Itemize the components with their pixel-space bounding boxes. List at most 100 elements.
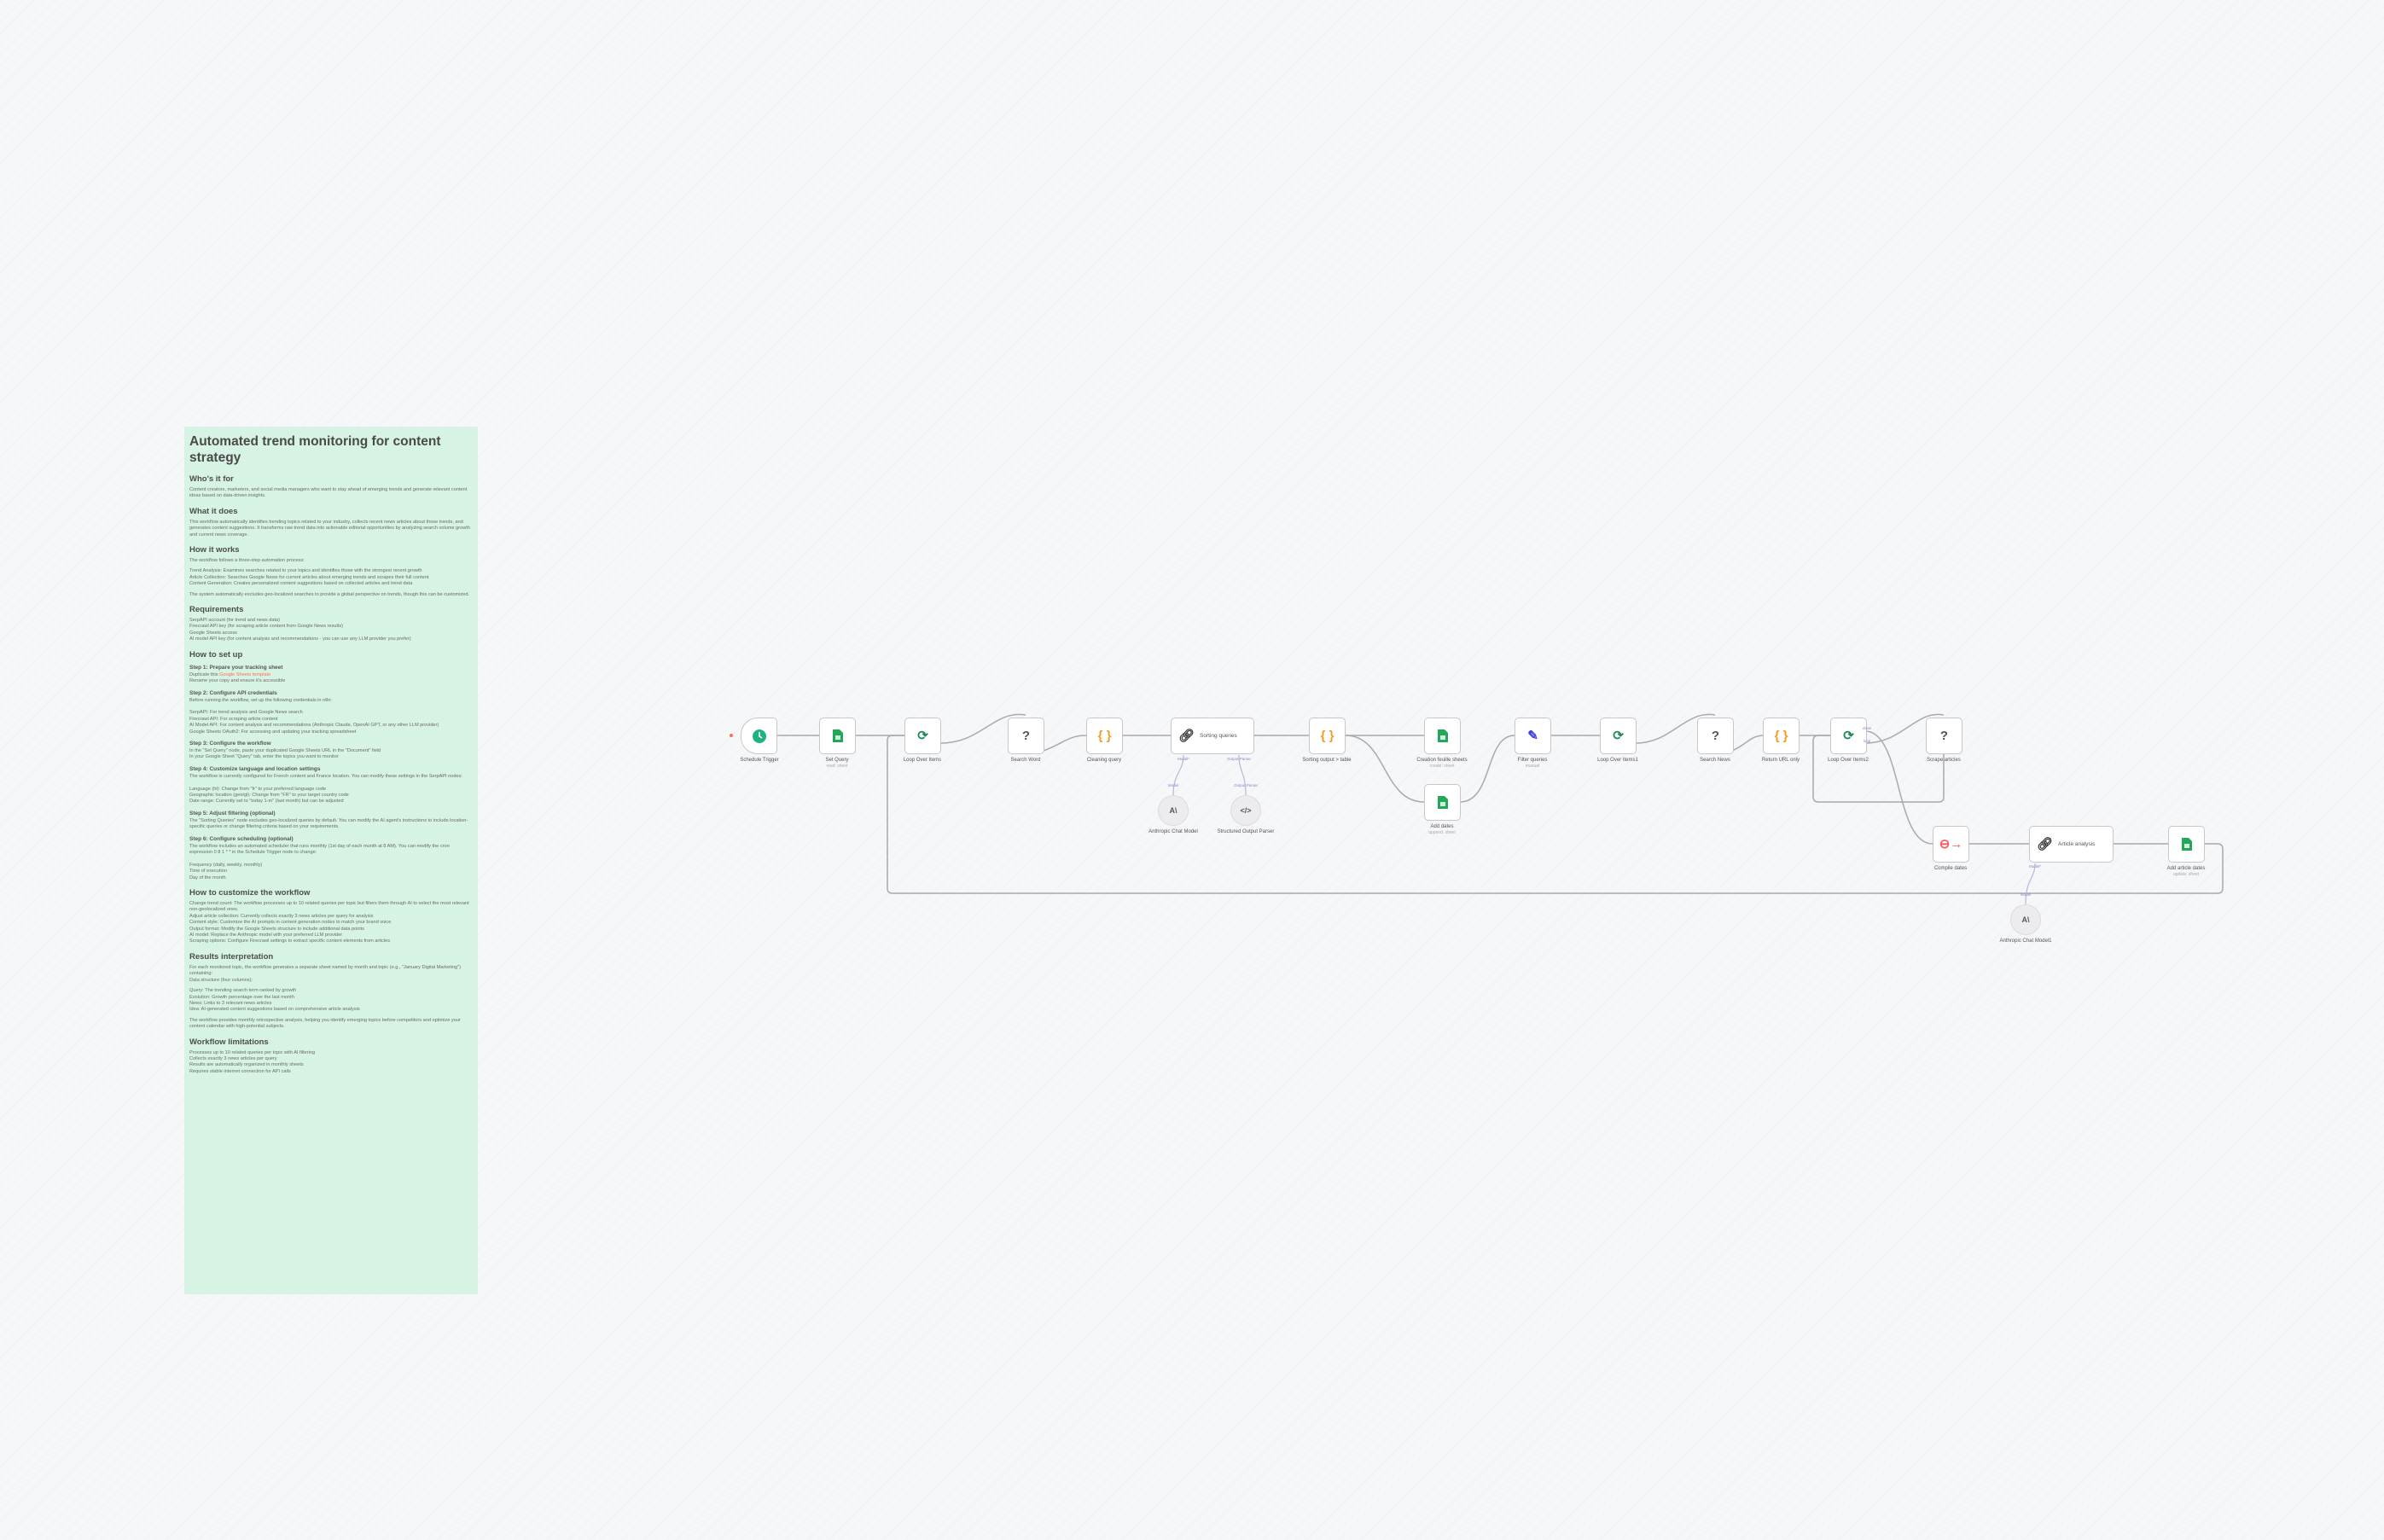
- code-parser-icon: </>: [1240, 806, 1252, 815]
- customize-heading: How to customize the workflow: [189, 888, 311, 898]
- label-compile-dates: Compile dates: [1933, 866, 1968, 871]
- sticky-note[interactable]: Automated trend monitoring for content s…: [184, 427, 478, 1294]
- sticky-title: Automated trend monitoring for content s…: [189, 434, 441, 465]
- step-text: Duplicate this: [189, 671, 220, 677]
- results-heading: Results interpretation: [189, 951, 274, 962]
- label-scrape-articles: Scrape articles: [1927, 758, 1961, 763]
- google-sheets-icon: [2181, 838, 2192, 851]
- node-add-dates[interactable]: [1424, 784, 1461, 821]
- node-subtitle: read: sheet: [826, 764, 848, 769]
- node-structured-output-parser[interactable]: </>: [1230, 795, 1261, 826]
- section-text: SerpAPI account (for trend and news data…: [189, 618, 411, 642]
- setup-step-text: The "Sorting Queries" node excludes geo-…: [189, 817, 468, 830]
- edge-parser-sorting: [1238, 754, 1247, 796]
- setup-step-title: Step 3: Configure the workflow: [189, 740, 271, 747]
- setup-heading: How to set up: [189, 649, 243, 660]
- edge-loop3-scrape: [1864, 713, 1945, 744]
- edge-anthropic1-sorting: [1172, 754, 1184, 796]
- node-title: Sorting queries: [1200, 733, 1237, 739]
- node-article-analysis[interactable]: 🔗︎ Article analysis: [2029, 826, 2114, 863]
- node-sorting-queries[interactable]: 🔗︎ Sorting queries: [1171, 718, 1254, 754]
- edge-searchnews-return: [1731, 735, 1765, 752]
- node-filter-queries[interactable]: ✎: [1515, 718, 1551, 754]
- limitations-text: Processes up to 10 related queries per t…: [189, 1049, 316, 1074]
- setup-step-title: Step 5: Adjust filtering (optional): [189, 810, 276, 816]
- node-loop-over-items[interactable]: ⟳: [904, 718, 941, 754]
- question-icon: ?: [1021, 729, 1031, 743]
- node-loop-over-items1[interactable]: ⟳: [1600, 718, 1637, 754]
- edge-anthropic2-analysis: [2025, 863, 2036, 905]
- edge-loop3-compile: [1864, 730, 1933, 845]
- node-compile-dates[interactable]: ⊖→: [1933, 826, 1969, 863]
- port-label-model: Model*: [2028, 864, 2041, 869]
- results-text: For each monitored topic, the workflow g…: [189, 965, 473, 1031]
- step-text: Rename your copy and ensure it's accessi…: [189, 678, 286, 684]
- section-heading: What it does: [189, 506, 238, 516]
- node-subtitle: update: sheet: [2172, 872, 2200, 877]
- label-schedule-trigger: Schedule Trigger: [740, 758, 779, 763]
- label-sorting-output-table: Sorting output > table: [1302, 758, 1352, 763]
- section-text: The workflow follows a three-step automa…: [189, 558, 305, 564]
- label-anthropic-chat-model: Anthropic Chat Model: [1148, 829, 1198, 834]
- node-anthropic-chat-model[interactable]: A\: [1158, 795, 1189, 826]
- clock-icon: [752, 729, 766, 743]
- setup-step-text: Duplicate this Google Sheets template Re…: [189, 672, 473, 685]
- label-search-word: Search Word: [1010, 758, 1041, 763]
- port-label-loop: loop: [1863, 739, 1871, 743]
- setup-step-title: Step 4: Customize language and location …: [189, 765, 321, 772]
- node-title: Filter queries: [1517, 758, 1548, 763]
- edge-scrape-loopback: [1812, 735, 1945, 803]
- edge-adddates-filter: [1459, 735, 1515, 803]
- port-label: Model: [1167, 783, 1179, 787]
- node-return-url-only[interactable]: { }: [1763, 718, 1800, 754]
- results-text: For each monitored topic, the workflow g…: [189, 964, 462, 983]
- node-schedule-trigger[interactable]: [741, 718, 777, 754]
- node-anthropic-chat-model1[interactable]: A\: [2010, 904, 2041, 935]
- question-icon: ?: [1939, 729, 1949, 743]
- node-loop-over-items2[interactable]: ⟳: [1830, 718, 1867, 754]
- setup-step-title: Step 1: Prepare your tracking sheet: [189, 664, 283, 671]
- label-loop-over-items1: Loop Over Items1: [1597, 758, 1638, 763]
- setup-step-text: The workflow is currently configured for…: [189, 773, 462, 805]
- code-braces-icon: { }: [1320, 729, 1334, 743]
- port-label-model: Model*: [1177, 757, 1189, 761]
- node-title: Creation feuille sheets: [1416, 758, 1468, 763]
- section-text: Content creators, marketers, and social …: [189, 487, 468, 499]
- edge-addarticle-loopback: [887, 735, 2224, 894]
- google-sheets-icon: [1437, 729, 1448, 742]
- port-label: Output Parser: [1233, 783, 1258, 787]
- node-title: Set Query: [825, 758, 849, 763]
- node-search-news[interactable]: ?: [1697, 718, 1734, 754]
- node-search-word[interactable]: ?: [1008, 718, 1044, 754]
- google-sheets-template-link[interactable]: Google Sheets template: [219, 671, 271, 677]
- port-label: Model: [2020, 892, 2032, 897]
- node-subtitle: create: sheet: [1429, 764, 1455, 769]
- node-cleaning-query[interactable]: { }: [1086, 718, 1123, 754]
- node-creation-feuille-sheets[interactable]: [1424, 718, 1461, 754]
- label-anthropic-chat-model1: Anthropic Chat Model1: [1999, 939, 2052, 944]
- section-heading: Requirements: [189, 605, 244, 615]
- label-cleaning-query: Cleaning query: [1086, 758, 1122, 763]
- node-scrape-articles[interactable]: ?: [1926, 718, 1962, 754]
- label-search-news: Search News: [1700, 758, 1730, 763]
- loop-icon: ⟳: [917, 729, 928, 743]
- setup-step-text: In the "Set Query" node, paste your dupl…: [189, 747, 381, 760]
- setup-step-title: Step 6: Configure scheduling (optional): [189, 835, 294, 842]
- node-title: Add dates: [1430, 824, 1454, 829]
- node-add-article-dates[interactable]: [2168, 826, 2205, 863]
- node-subtitle: manual: [1525, 764, 1540, 769]
- node-title: Article analysis: [2058, 841, 2096, 847]
- loop-icon: ⟳: [1613, 729, 1624, 743]
- node-set-query[interactable]: [819, 718, 856, 754]
- edge-loop2-searchnews: [1635, 713, 1716, 744]
- node-subtitle: append: sheet: [1428, 830, 1456, 835]
- node-sorting-output-table[interactable]: { }: [1309, 718, 1346, 754]
- section-heading: How it works: [189, 545, 240, 555]
- compile-icon: ⊖→: [1939, 837, 1963, 851]
- section-text: This workflow automatically identifies t…: [189, 519, 470, 538]
